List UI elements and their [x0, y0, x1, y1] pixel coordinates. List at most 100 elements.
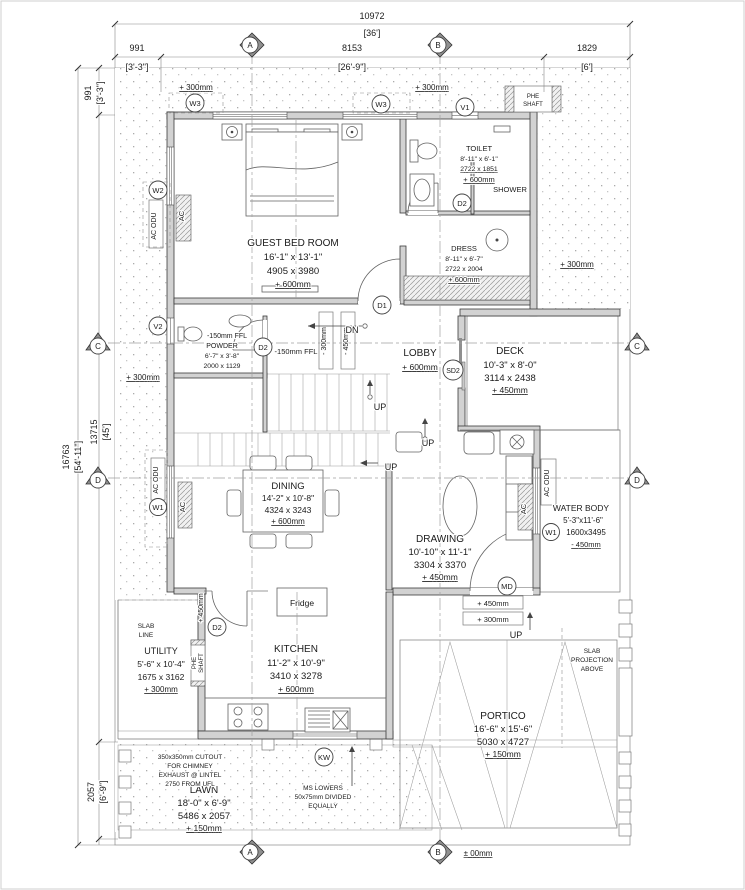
room-kitchen-ft: 11'-2" x 10'-9" [267, 658, 325, 669]
centerlines [108, 52, 630, 843]
label-ac-odu-guest: AC ODU [151, 212, 158, 239]
datum-level: ± 00mm [464, 849, 493, 858]
svg-text:SD2: SD2 [446, 368, 460, 375]
room-dress-ft: 8'-11" x 6'-7" [445, 256, 483, 263]
svg-text:V1: V1 [460, 103, 469, 112]
label-phe-top-2: SHAFT [523, 102, 543, 108]
room-guest-bed-level: + 600mm [275, 279, 311, 289]
flow-arrows [308, 323, 533, 786]
svg-text:V2: V2 [153, 322, 162, 331]
marker-md: MD [497, 576, 517, 596]
marker-w2: W2 [148, 180, 168, 200]
level-plus300-top-left: + 300mm [179, 83, 213, 92]
grid-c-left: C [85, 332, 111, 355]
room-powder-name: POWDER [206, 343, 238, 350]
label-up-portico: UP [510, 630, 523, 640]
marker-d2-kitchen: D2 [207, 617, 227, 637]
grid-a-bottom: A [239, 839, 265, 865]
svg-text:W3: W3 [189, 99, 200, 108]
level-plus300-right: + 300mm [560, 260, 594, 269]
svg-text:KW: KW [318, 753, 331, 762]
dim-seg3-ft: [6'] [581, 62, 593, 72]
svg-text:D2: D2 [258, 343, 268, 352]
room-deck-ft: 10'-3" x 8'-0" [483, 360, 536, 371]
level-plus300-top-mid: + 300mm [415, 83, 449, 92]
sliding-door-panel [459, 338, 462, 366]
room-guest-bed-mm: 4905 x 3980 [267, 266, 319, 277]
room-deck-mm: 3114 x 2438 [484, 373, 536, 384]
svg-text:W1: W1 [545, 528, 556, 537]
svg-text:D: D [95, 476, 101, 485]
phe-shaft-top-box [513, 85, 553, 113]
room-dining-ft: 14'-2" x 10'-8" [262, 493, 314, 503]
portico-bay-marks [399, 640, 618, 829]
marker-w1-water: W1 [542, 523, 560, 541]
fence-posts [118, 599, 633, 839]
label-ac-odu-dining: AC ODU [153, 466, 160, 493]
svg-text:W2: W2 [152, 186, 163, 195]
dim-lseg2-ft: [45'] [101, 424, 111, 441]
grid-markers: A B A B C D C D [85, 32, 650, 865]
room-water-level: - 450mm [571, 540, 601, 549]
room-drawing-level: + 450mm [422, 572, 458, 582]
dim-left-overall-mm: 16763 [61, 444, 71, 469]
svg-text:B: B [435, 41, 440, 50]
ms-lowers-grill [392, 739, 618, 748]
wardrobe [403, 275, 531, 301]
powder-ffl-left: -150mm FFL [207, 333, 247, 340]
room-dress-name: DRESS [451, 244, 477, 253]
toilet-fixtures [409, 125, 511, 207]
marker-w3-1: W3 [185, 93, 205, 113]
dim-seg1-mm: 991 [129, 43, 144, 53]
room-powder-ft: 6'-7" x 3'-8" [205, 353, 240, 360]
label-up-lobby: UP [422, 438, 435, 448]
note-ms-1: MS LOWERS [303, 785, 343, 792]
guest-bed-furniture [221, 123, 363, 293]
marker-sd2: SD2 [442, 359, 464, 381]
svg-text:D2: D2 [212, 623, 222, 632]
ramp-lines [411, 744, 463, 831]
note-ms-2: 50x75mm DIVIDED [295, 794, 352, 801]
level-plus450-step: + 450mm [477, 599, 508, 608]
level-plus450-kitchen: + 450mm [198, 593, 205, 623]
lawn-area [117, 744, 433, 831]
room-deck-level: + 450mm [492, 385, 528, 395]
note-slab-line-2: LINE [139, 632, 154, 639]
room-utility-level: + 300mm [144, 685, 178, 694]
grid-c-right: C [624, 332, 650, 355]
ac-units [148, 194, 557, 531]
note-slab-proj-3: ABOVE [581, 666, 604, 673]
room-shower-name: SHOWER [493, 185, 527, 194]
room-guest-bed-ft: 16'-1" x 13'-1" [264, 252, 322, 263]
portico-floor [399, 639, 618, 829]
room-dining-name: DINING [271, 481, 304, 492]
level-minus450-stairs: - 450mm [343, 327, 350, 355]
marker-d1: D1 [372, 295, 392, 315]
label-ac-guest: AC [177, 210, 186, 221]
powder-ffl-right: -150mm FFL [275, 347, 318, 356]
note-slab-line-1: SLAB [138, 623, 155, 630]
site-and-plinth [114, 67, 631, 846]
dress-fixtures [485, 228, 509, 252]
room-drawing-name: DRAWING [416, 534, 464, 545]
room-dress-level: + 600mm [448, 275, 479, 284]
outdoor-floors [117, 315, 621, 831]
kitchen-fixtures [204, 587, 387, 733]
label-up-stairs: UP [374, 402, 387, 412]
svg-text:A: A [247, 848, 253, 857]
furniture [142, 92, 557, 733]
svg-text:W3: W3 [375, 100, 386, 109]
room-lawn-level: + 150mm [186, 823, 222, 833]
step-level-box [462, 595, 524, 610]
grid-a-top: A [239, 32, 265, 58]
marker-w1-left: W1 [149, 498, 167, 516]
note-chimney-2: FOR CHIMNEY [167, 763, 213, 770]
grid-b-top: B [427, 32, 453, 58]
room-toilet-level: + 600mm [463, 175, 494, 184]
label-phe-utility-2: SHAFT [199, 653, 205, 673]
label-phe-top-1: PHE [527, 94, 539, 100]
note-chimney-3: EXHAUST @ LINTEL [159, 772, 222, 779]
marker-v1: V1 [455, 97, 475, 117]
